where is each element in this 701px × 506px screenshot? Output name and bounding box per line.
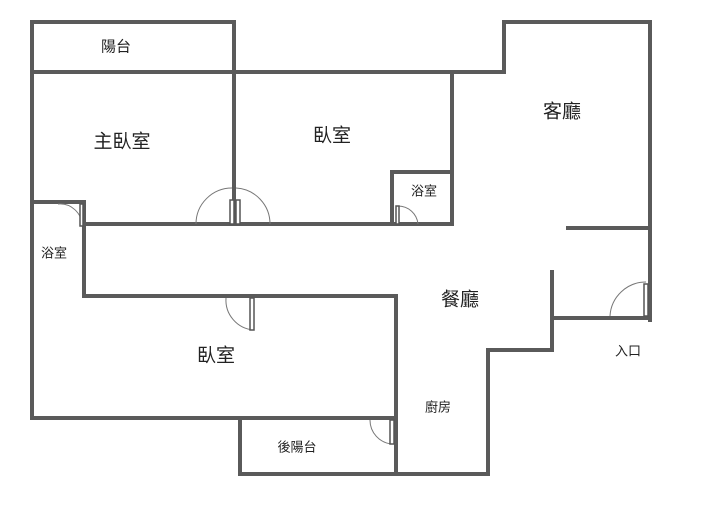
room-label-rear-balcony: 後陽台 <box>277 440 317 456</box>
room-label-entrance: 入口 <box>614 344 642 360</box>
room-label-bathroom-small: 浴室 <box>410 184 438 200</box>
room-label-bedroom-north: 臥室 <box>312 124 352 147</box>
room-label-bathroom-west: 浴室 <box>40 246 68 262</box>
room-label-balcony: 陽台 <box>100 37 132 56</box>
room-label-dining-room: 餐廳 <box>440 288 480 311</box>
room-label-master-bedroom: 主臥室 <box>93 130 151 153</box>
room-label-living-room: 客廳 <box>542 100 582 123</box>
room-label-bedroom-south: 臥室 <box>196 344 236 367</box>
room-label-kitchen: 廚房 <box>424 400 452 416</box>
walls <box>30 20 652 476</box>
doors <box>57 187 649 445</box>
